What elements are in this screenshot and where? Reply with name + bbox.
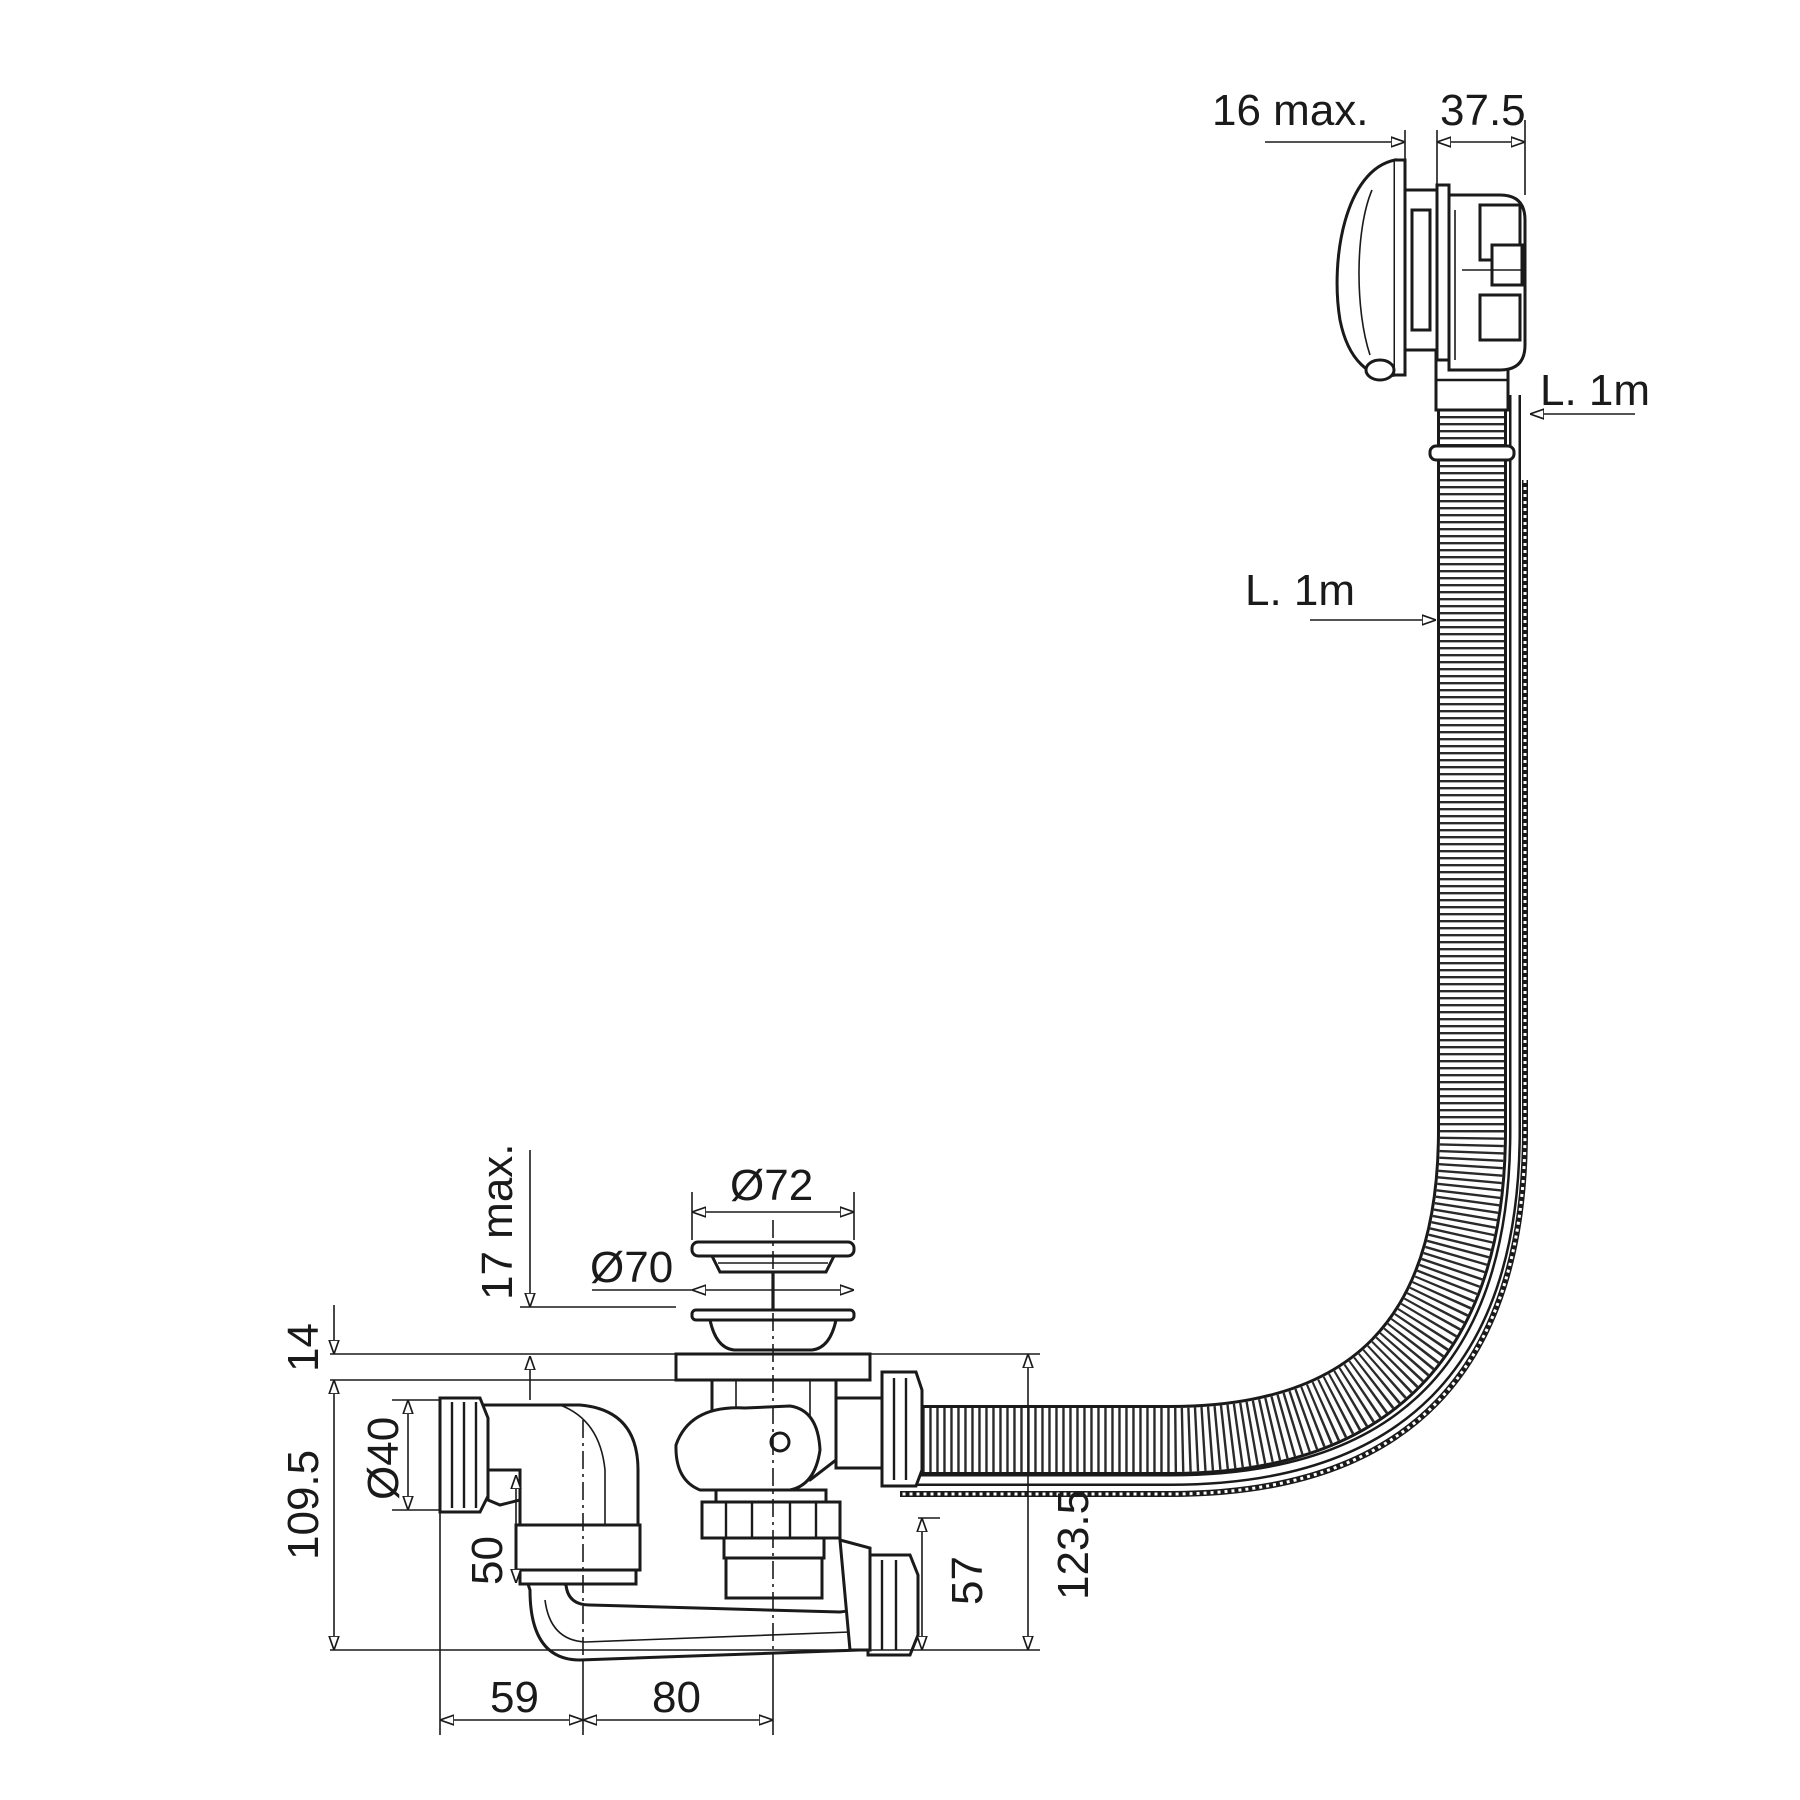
dim-57: 57 bbox=[943, 1556, 992, 1605]
dimension-labels: 16 max. 37.5 L. 1m L. 1m Ø72 Ø70 17 max.… bbox=[279, 86, 1650, 1722]
dim-16-max: 16 max. bbox=[1212, 86, 1369, 135]
dim-diameter-40: Ø40 bbox=[359, 1417, 408, 1500]
dim-17-max: 17 max. bbox=[473, 1143, 522, 1300]
overflow-head bbox=[1335, 158, 1527, 382]
hose-nut bbox=[880, 1370, 924, 1488]
trap-nut bbox=[700, 1500, 842, 1540]
trap-outlet-nut bbox=[866, 1553, 920, 1657]
outlet-elbow bbox=[478, 1403, 640, 1527]
dim-diameter-72: Ø72 bbox=[730, 1161, 813, 1210]
dim-14: 14 bbox=[279, 1323, 328, 1372]
dimension-lines bbox=[330, 120, 1635, 1735]
flexible-hose bbox=[900, 338, 1528, 1497]
dim-50: 50 bbox=[463, 1536, 512, 1585]
dim-80: 80 bbox=[652, 1673, 701, 1722]
dim-37-5: 37.5 bbox=[1440, 86, 1526, 135]
dim-diameter-70: Ø70 bbox=[590, 1243, 673, 1292]
dim-cable-length: L. 1m bbox=[1540, 366, 1650, 415]
waste-assembly bbox=[438, 1240, 924, 1662]
dim-59: 59 bbox=[490, 1673, 539, 1722]
dim-123-5: 123.5 bbox=[1049, 1490, 1098, 1600]
dim-hose-length: L. 1m bbox=[1245, 566, 1355, 615]
dim-109-5: 109.5 bbox=[279, 1450, 328, 1560]
